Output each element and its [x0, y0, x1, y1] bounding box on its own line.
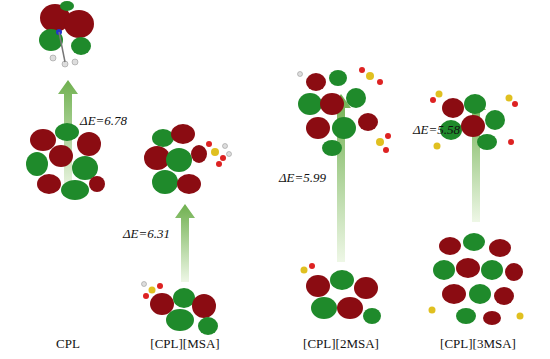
lumo-orbital: [39, 1, 94, 67]
homo-orbital: [142, 282, 219, 336]
homo-orbital: [26, 123, 105, 200]
compound-label: [CPL][3MSA]: [440, 336, 516, 352]
homo-orbital: [429, 233, 524, 325]
delta-e-label: ΔE=6.31: [123, 226, 170, 242]
lumo-orbital: [144, 124, 232, 194]
delta-e-label: ΔE=5.99: [279, 170, 326, 186]
homo-orbital: [301, 263, 382, 324]
lumo-orbital: [430, 91, 518, 151]
compound-label: CPL: [56, 336, 80, 352]
delta-e-label: ΔE=6.78: [80, 113, 127, 129]
compound-label: [CPL][2MSA]: [303, 336, 379, 352]
lumo-orbital: [298, 67, 392, 156]
compound-label: [CPL][MSA]: [150, 336, 219, 352]
delta-e-label: ΔE=5.58: [413, 122, 460, 138]
transition-arrow: [58, 80, 486, 282]
